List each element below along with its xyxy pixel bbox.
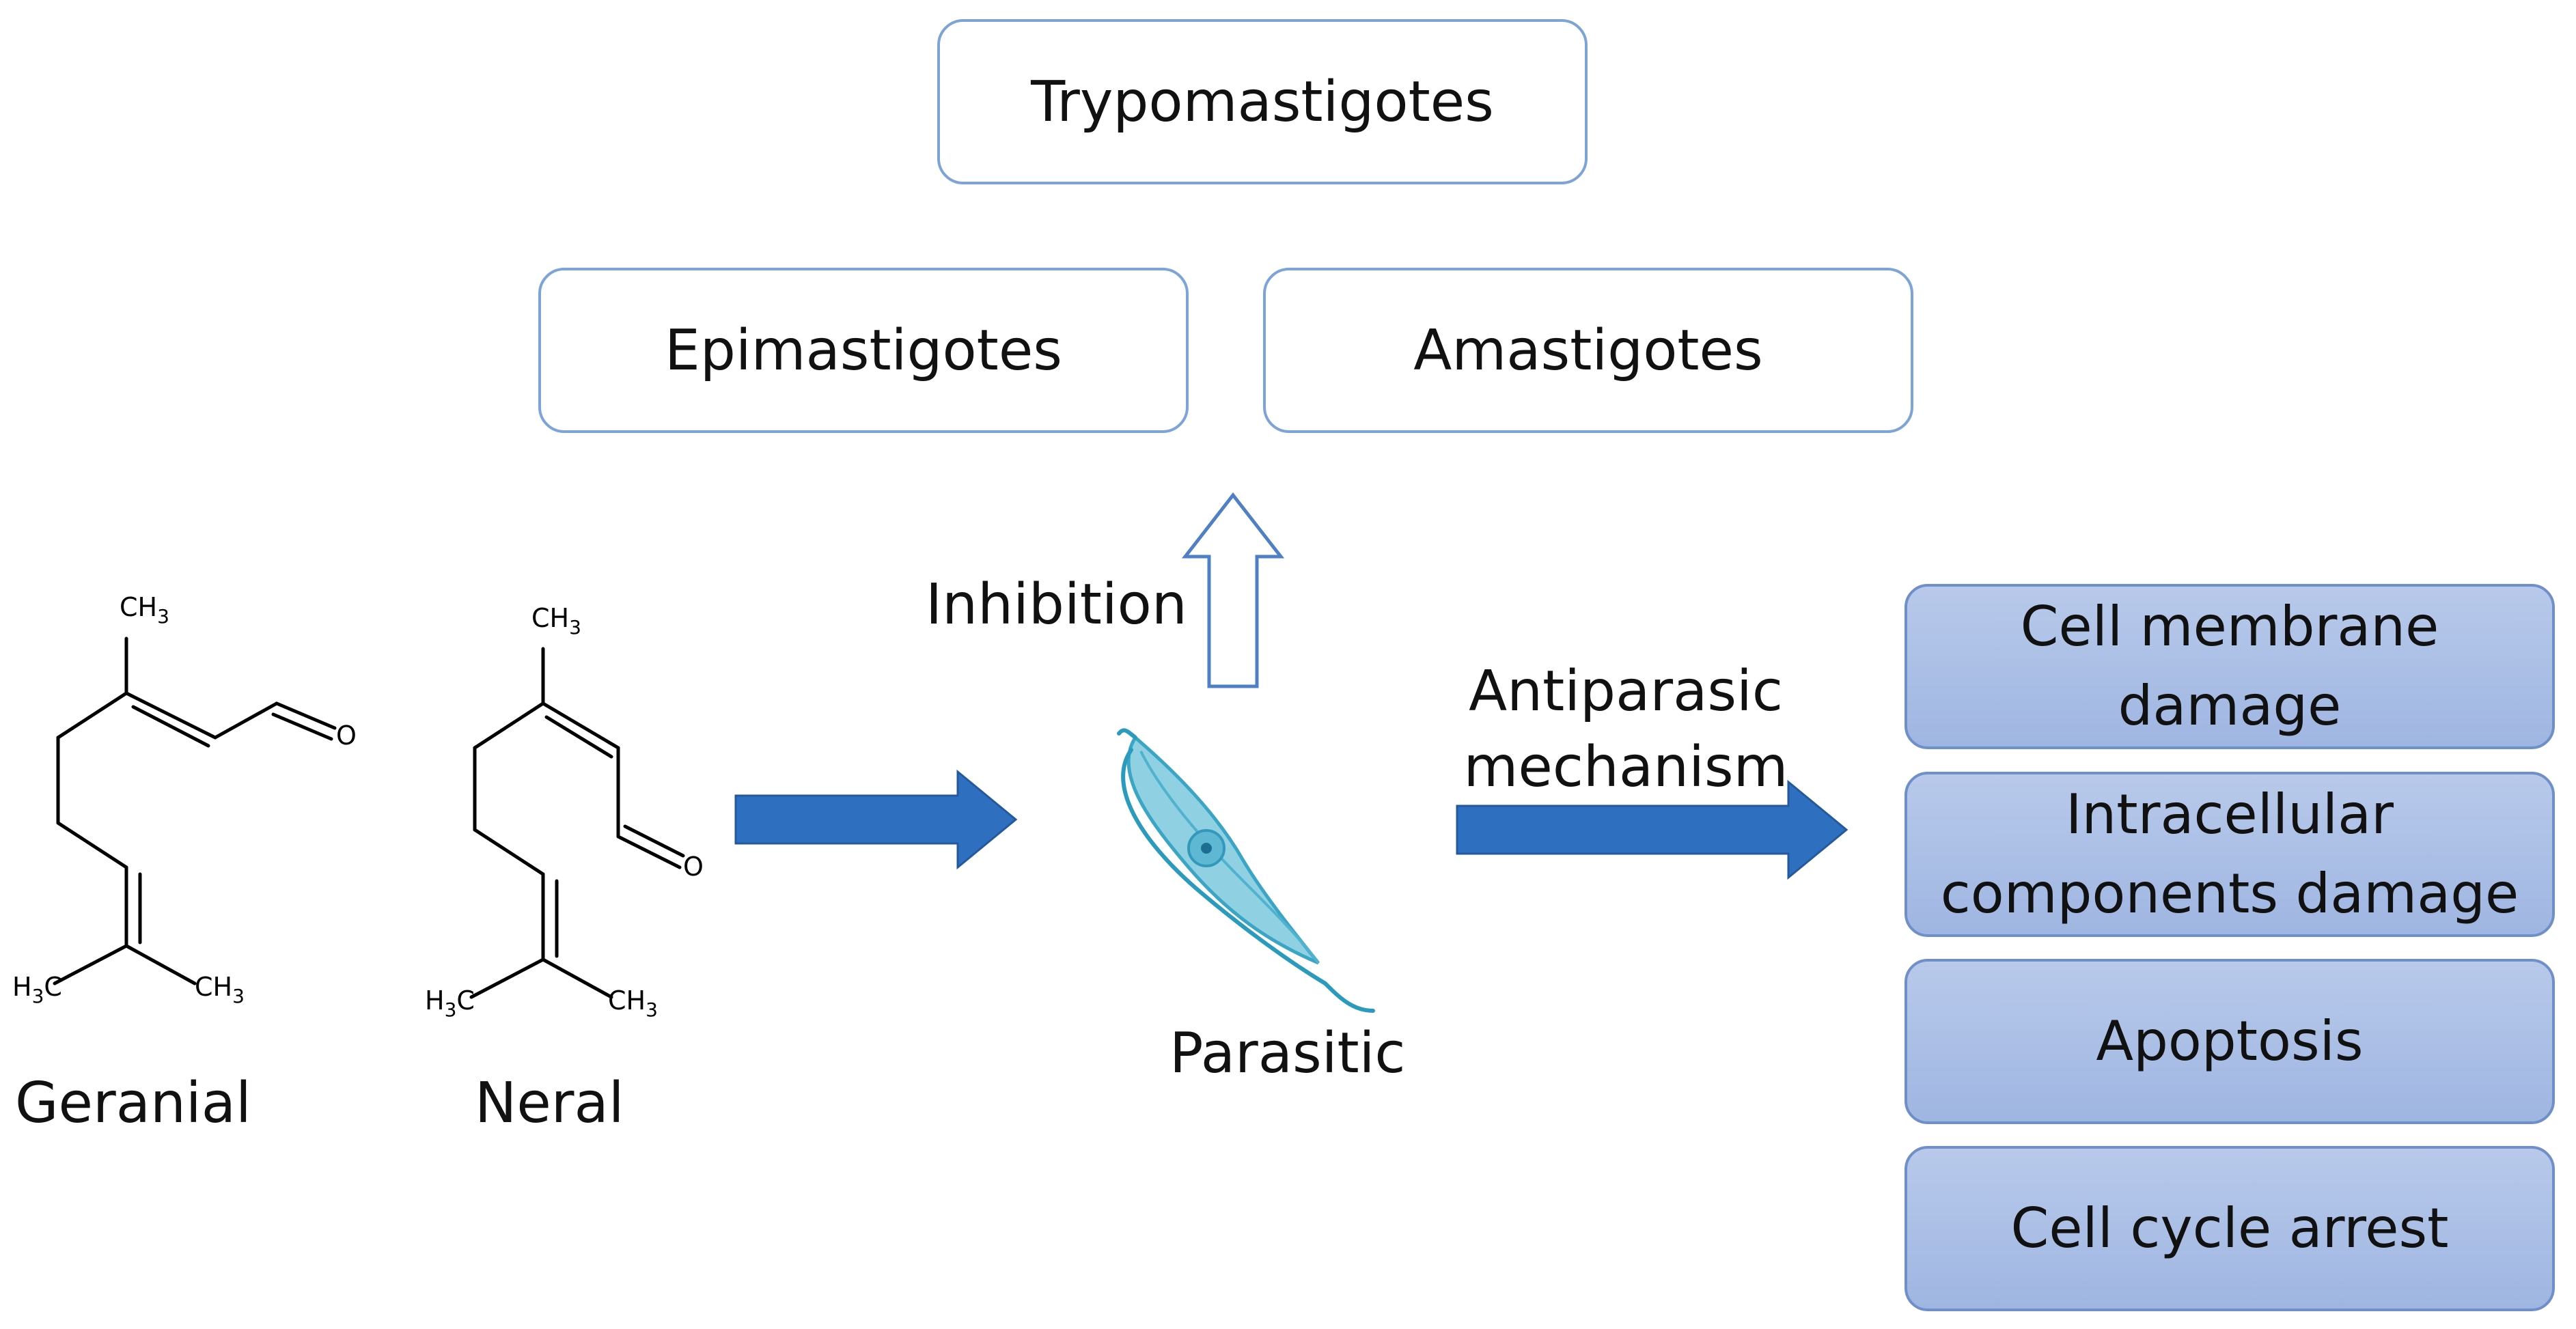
amastigotes-box: Amastigotes (1263, 268, 1913, 433)
mechanism-label-0: Cell membrane damage (2020, 595, 2439, 738)
neral-name: Neral (475, 1071, 624, 1136)
geranial-ch3-right: CH3 (195, 972, 245, 1007)
mechanism-cell-cycle-arrest: Cell cycle arrest (1905, 1146, 2555, 1311)
inhibition-label: Inhibition (926, 572, 1187, 637)
mechanism-label-line1: Antiparasic (1469, 659, 1783, 724)
mechanism-cell-membrane-damage: Cell membrane damage (1905, 584, 2555, 749)
neral-oxygen: O (683, 852, 704, 882)
geranial-h3c: H3C (12, 972, 62, 1007)
neral-h3c: H3C (425, 985, 475, 1021)
mechanism-apoptosis: Apoptosis (1905, 959, 2555, 1124)
parasite-label: Parasitic (1169, 1021, 1406, 1086)
mechanism-label: Antiparasic mechanism (1448, 654, 1803, 805)
mechanism-intracellular-damage: Intracellular components damage (1905, 772, 2555, 937)
mechanism-label-3: Cell cycle arrest (2010, 1197, 2449, 1260)
mechanism-label-line2: mechanism (1463, 734, 1788, 800)
neral-ch3-right: CH3 (608, 985, 658, 1021)
geranial-name: Geranial (15, 1071, 251, 1136)
neral-structure: CH3 O H3C CH3 (425, 603, 704, 1021)
amastigotes-label: Amastigotes (1413, 318, 1763, 383)
geranial-structure: CH3 O H3C CH3 (12, 592, 357, 1007)
geranial-oxygen: O (336, 721, 357, 751)
parasite-icon (1117, 728, 1375, 1013)
trypomastigotes-box: Trypomastigotes (937, 19, 1588, 184)
neral-ch3-top: CH3 (531, 603, 581, 639)
geranial-ch3-top: CH3 (120, 592, 169, 628)
trypomastigotes-label: Trypomastigotes (1031, 69, 1494, 135)
mechanism-label-1: Intracellular components damage (1940, 783, 2519, 925)
compound-to-parasite-arrow (734, 769, 1018, 870)
epimastigotes-box: Epimastigotes (538, 268, 1189, 433)
mechanism-label-2: Apoptosis (2096, 1009, 2364, 1073)
epimastigotes-label: Epimastigotes (665, 318, 1062, 383)
inhibition-arrow (1181, 492, 1285, 688)
mechanism-arrow (1456, 779, 1848, 880)
